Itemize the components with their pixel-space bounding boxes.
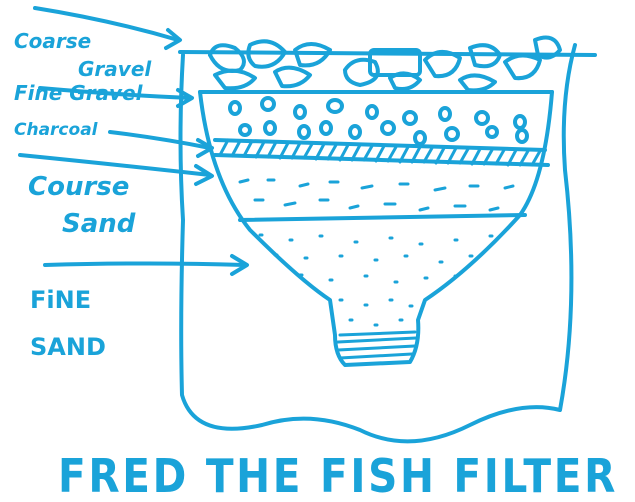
label-fine-sand-2: SAND	[30, 333, 106, 361]
coarse-sand-layer	[240, 180, 513, 210]
diagram-title: FRED THE FISH FILTER	[58, 449, 618, 502]
outlet-coil	[338, 332, 416, 358]
sand-divider	[240, 215, 525, 220]
label-charcoal: Charcoal	[14, 120, 99, 140]
label-coarse-sand-2: Sand	[62, 209, 136, 239]
label-coarse-gravel: Coarse	[14, 29, 91, 53]
label-coarse-sand: Course	[28, 172, 129, 202]
fine-sand-layer	[260, 235, 492, 325]
label-fine-sand: FiNE	[30, 286, 91, 314]
label-coarse-gravel-2: Gravel	[78, 57, 152, 81]
fine-gravel-layer	[230, 98, 527, 144]
charcoal-layer	[215, 140, 548, 165]
coarse-gravel-layer	[210, 38, 560, 91]
label-fine-gravel: Fine Gravel	[14, 81, 144, 105]
